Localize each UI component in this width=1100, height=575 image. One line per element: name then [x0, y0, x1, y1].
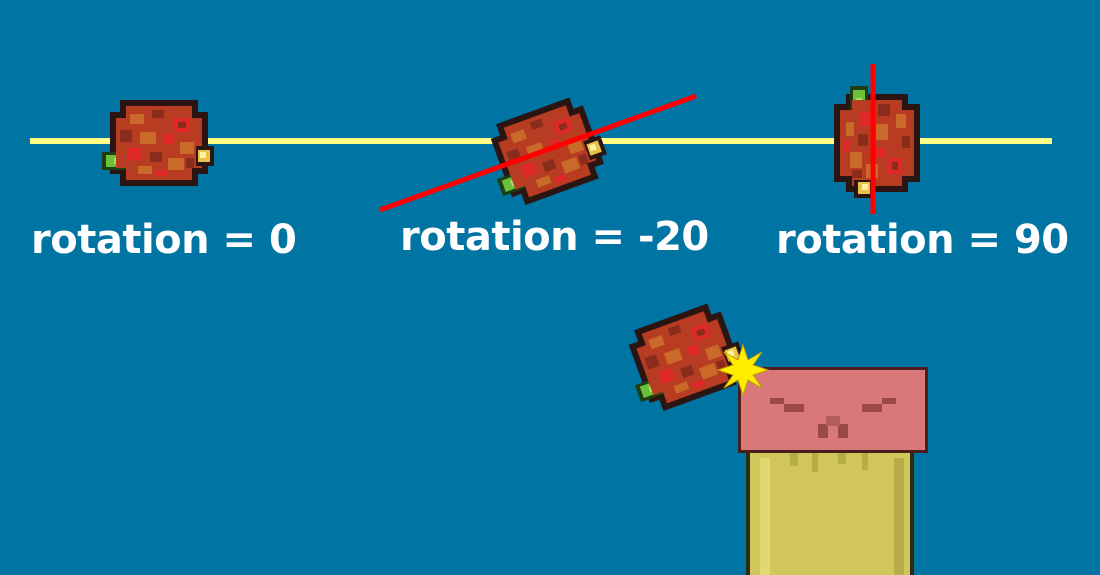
impact-star-icon — [716, 343, 770, 397]
sprite-rotation-0 — [102, 100, 214, 186]
label-rotation-neg20: rotation = -20 — [400, 214, 709, 260]
sprite-rotation-90 — [834, 86, 920, 198]
pipe — [738, 367, 928, 575]
label-rotation-90: rotation = 90 — [776, 217, 1069, 263]
label-rotation-0: rotation = 0 — [31, 217, 297, 263]
axis-line-rotation-neg20 — [379, 93, 697, 213]
